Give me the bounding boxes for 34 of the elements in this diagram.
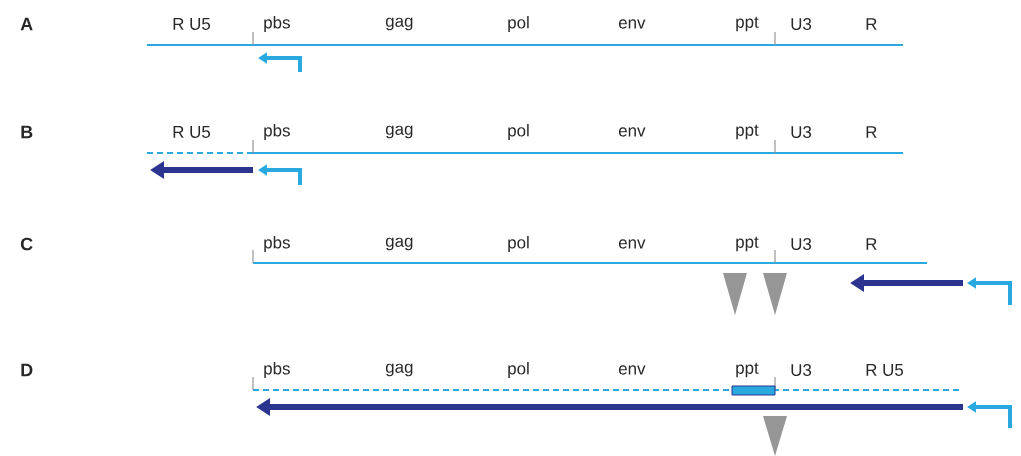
region-label: R xyxy=(866,18,877,30)
region-label: pol xyxy=(508,16,529,32)
region-label: ppt xyxy=(736,16,759,32)
region-label: pbs xyxy=(264,16,290,32)
panel-letter: B xyxy=(21,125,33,139)
region-label: pbs xyxy=(264,124,290,140)
region-label: gag xyxy=(385,125,413,139)
region-label: env xyxy=(618,239,646,249)
region-label: pol xyxy=(508,236,529,252)
region-label: R xyxy=(866,126,877,138)
region-label: ppt xyxy=(736,124,759,140)
region-label: U3 xyxy=(791,18,812,30)
region-label: gag xyxy=(385,17,413,31)
region-label: gag xyxy=(385,237,413,251)
region-label: R U5 xyxy=(173,126,211,138)
region-label: pbs xyxy=(264,236,290,252)
region-label: pol xyxy=(508,124,529,140)
region-label: ppt xyxy=(736,362,759,378)
panel-letter: D xyxy=(21,363,33,377)
region-label: pbs xyxy=(264,362,290,378)
region-label: R U5 xyxy=(173,18,211,30)
region-label: U3 xyxy=(791,126,812,138)
panel-letter: A xyxy=(20,17,33,31)
region-label: env xyxy=(618,365,646,375)
region-label: R xyxy=(866,238,877,250)
region-label: ppt xyxy=(736,236,759,252)
region-label: R U5 xyxy=(866,364,904,376)
region-label: env xyxy=(618,127,646,137)
region-label: pol xyxy=(508,362,529,378)
region-label: U3 xyxy=(791,238,812,250)
region-label: env xyxy=(618,19,646,29)
region-label: gag xyxy=(385,363,413,377)
panel-letter: C xyxy=(20,237,33,251)
region-label: U3 xyxy=(791,364,812,376)
